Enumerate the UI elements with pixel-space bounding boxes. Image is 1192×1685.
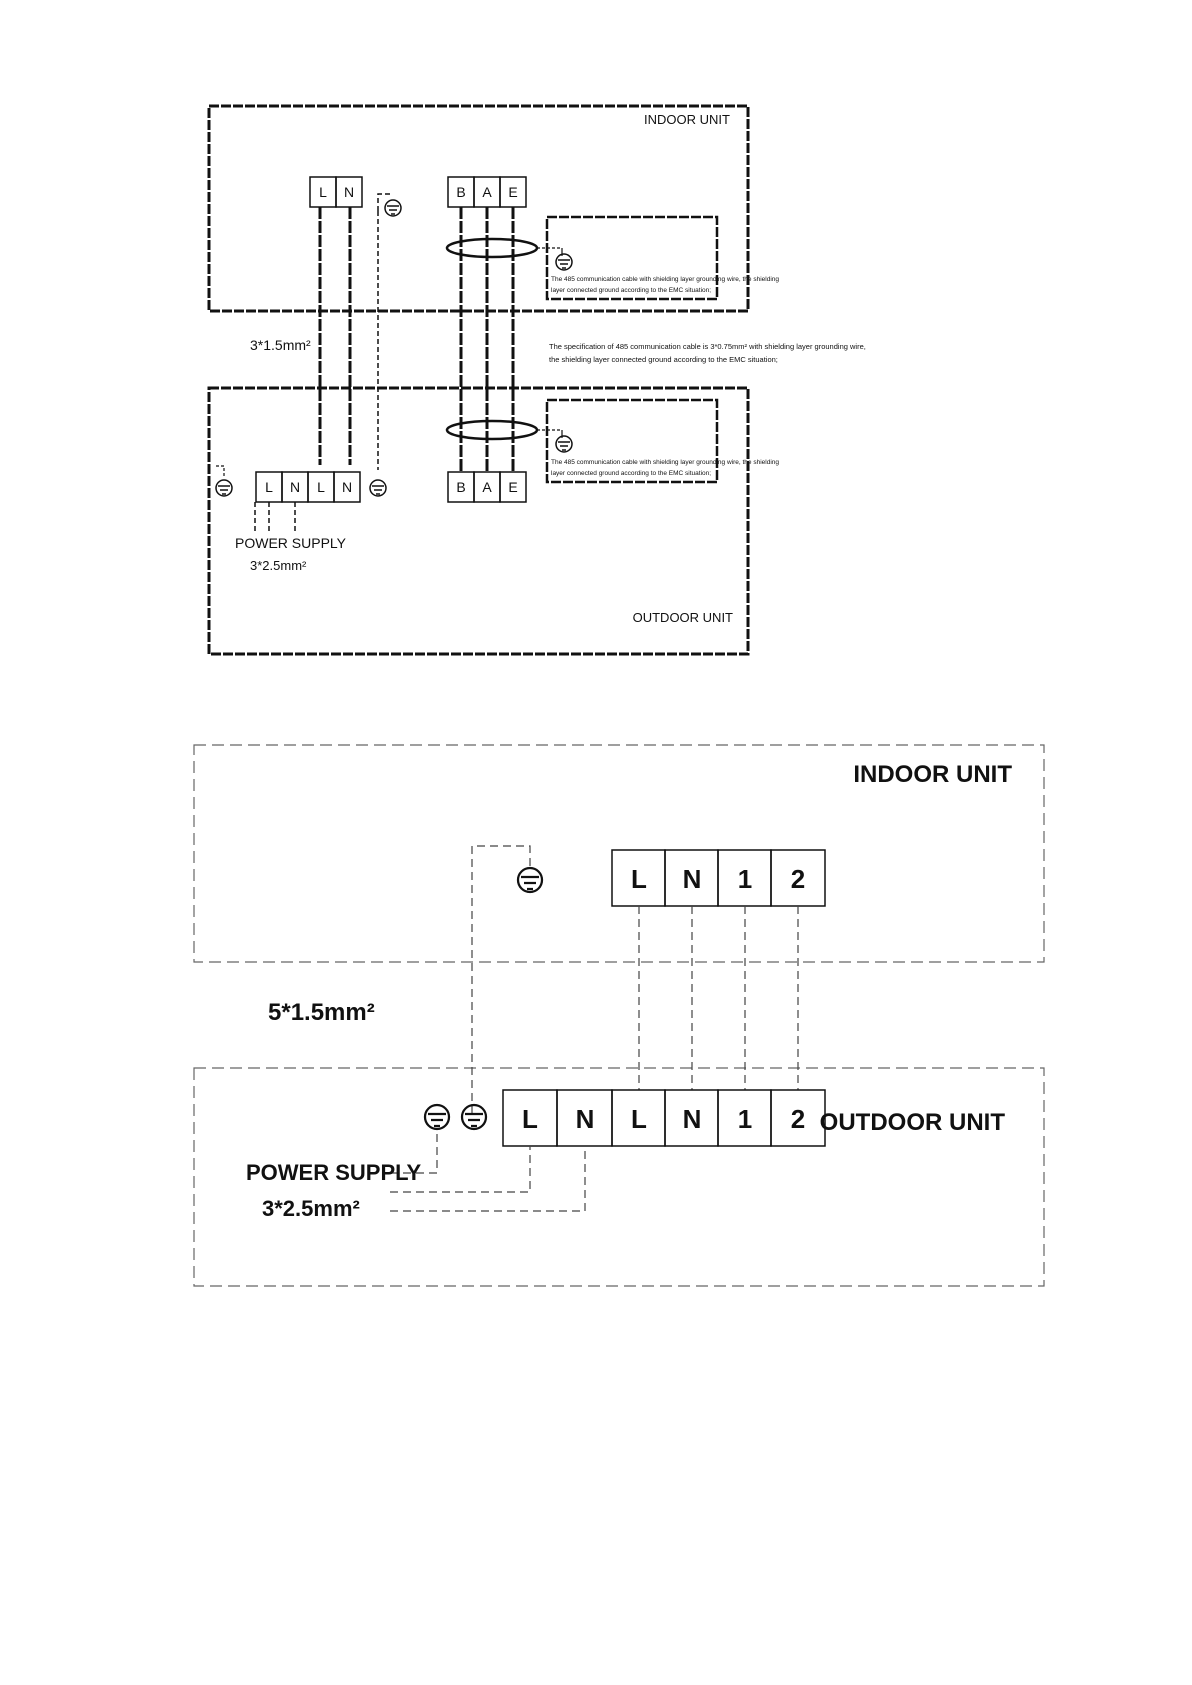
interconnect-cable-label-1: 3*1.5mm² — [250, 337, 311, 353]
indoor-terminal-block-2: L N 1 2 — [611, 849, 826, 907]
outdoor-terminal-block-2: L N L N 1 2 — [502, 1089, 826, 1147]
indoor-terminal-E-1: E — [508, 184, 517, 200]
outdoor-terminal-L-a-1: L — [265, 479, 273, 495]
outdoor-terminal-A-1: A — [482, 479, 492, 495]
ground-icon — [555, 435, 573, 453]
interconnect-cable-label-2: 5*1.5mm² — [268, 999, 375, 1026]
outdoor-unit-label-2: OUTDOOR UNIT — [820, 1109, 1006, 1136]
indoor-unit-label-2: INDOOR UNIT — [853, 761, 1012, 788]
indoor-unit-frame-1 — [207, 104, 750, 313]
ground-icon — [555, 253, 573, 271]
indoor-terminal-B-1: B — [456, 184, 465, 200]
power-supply-cable-label-1: 3*2.5mm² — [250, 558, 307, 573]
cable-shield-1 — [445, 237, 539, 259]
outdoor-terminal-B-1: B — [456, 479, 465, 495]
indoor-comm-terminal-block-1: B A E — [447, 176, 527, 208]
shield-note-indoor-line2: layer connected ground according to the … — [551, 287, 711, 294]
ground-icon — [516, 866, 544, 894]
ground-icon — [215, 479, 233, 497]
diagram-2: INDOOR UNIT OUTDOOR UNIT L N 1 2 5*1.5mm… — [193, 744, 1045, 1287]
indoor-unit-label-1: INDOOR UNIT — [644, 112, 730, 127]
shield-note-box-indoor — [545, 215, 719, 301]
outdoor-terminal-N-b-1: N — [342, 479, 352, 495]
outdoor-unit-frame-1 — [207, 386, 750, 656]
shield-note-indoor-line1: The 485 communication cable with shieldi… — [551, 276, 779, 283]
shield-note-outdoor-line2: layer connected ground according to the … — [551, 470, 711, 477]
outdoor-terminal-L-a-2: L — [522, 1104, 538, 1134]
ground-icon — [460, 1103, 488, 1131]
cable-shield-2 — [445, 419, 539, 441]
power-supply-label-1: POWER SUPPLY — [235, 535, 347, 551]
indoor-terminal-A-1: A — [482, 184, 492, 200]
ground-icon — [384, 199, 402, 217]
indoor-terminal-N-1: N — [344, 184, 354, 200]
power-supply-cable-label-2: 3*2.5mm² — [262, 1196, 360, 1221]
indoor-terminal-N-2: N — [683, 864, 702, 894]
indoor-terminal-2-2: 2 — [791, 864, 805, 894]
diagram-1: INDOOR UNIT OUTDOOR UNIT L N B A E — [207, 104, 866, 656]
indoor-power-terminal-block-1: L N — [309, 176, 363, 208]
outdoor-terminal-L-b-2: L — [631, 1104, 647, 1134]
outdoor-power-terminal-block-1: L N L N — [255, 471, 361, 503]
indoor-terminal-L-1: L — [319, 184, 327, 200]
indoor-terminal-1-2: 1 — [738, 864, 752, 894]
outdoor-unit-frame-2 — [193, 1067, 1045, 1287]
shield-note-box-outdoor — [545, 398, 719, 484]
outdoor-unit-label-1: OUTDOOR UNIT — [633, 610, 733, 625]
spec-note-line2: the shielding layer connected ground acc… — [549, 355, 778, 364]
spec-note-line1: The specification of 485 communication c… — [549, 342, 866, 351]
outdoor-comm-terminal-block-1: B A E — [447, 471, 527, 503]
ground-icon — [369, 479, 387, 497]
outdoor-terminal-1-2: 1 — [738, 1104, 752, 1134]
ground-icon — [423, 1103, 451, 1131]
outdoor-terminal-N-a-2: N — [576, 1104, 595, 1134]
outdoor-terminal-N-b-2: N — [683, 1104, 702, 1134]
outdoor-terminal-N-a-1: N — [290, 479, 300, 495]
shield-note-outdoor-line1: The 485 communication cable with shieldi… — [551, 459, 779, 466]
power-supply-label-2: POWER SUPPLY — [246, 1160, 422, 1185]
outdoor-terminal-2-2: 2 — [791, 1104, 805, 1134]
outdoor-terminal-L-b-1: L — [317, 479, 325, 495]
indoor-terminal-L-2: L — [631, 864, 647, 894]
indoor-unit-frame-2 — [193, 744, 1045, 963]
outdoor-terminal-E-1: E — [508, 479, 517, 495]
